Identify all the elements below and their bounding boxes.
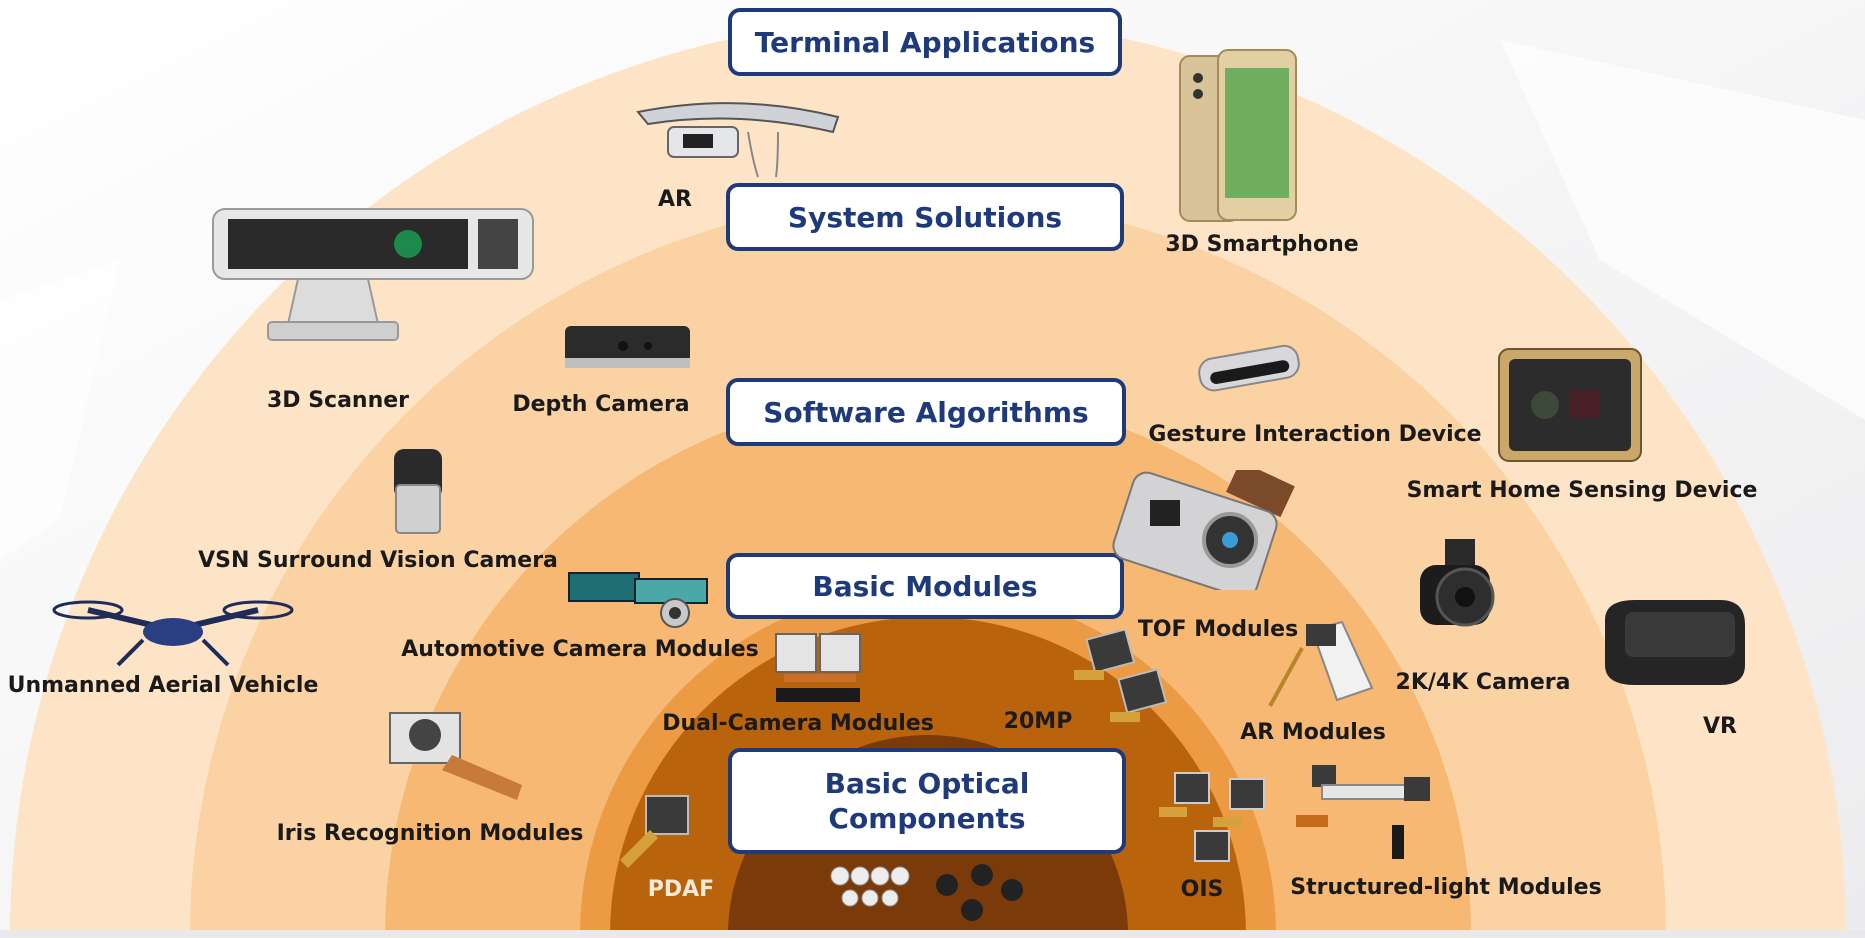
label-ar: AR: [658, 187, 692, 212]
layer-software-label: Software Algorithms: [763, 395, 1089, 429]
vr-headset-icon: [1605, 600, 1745, 685]
label-depth-camera: Depth Camera: [512, 392, 690, 417]
lens-components-icon: [830, 864, 1023, 921]
label-pdaf: PDAF: [647, 877, 715, 902]
label-3d-smartphone: 3D Smartphone: [1165, 232, 1359, 257]
label-vsn-camera: VSN Surround Vision Camera: [198, 548, 558, 573]
label-3d-scanner: 3D Scanner: [266, 388, 410, 413]
label-structured-light: Structured-light Modules: [1290, 875, 1602, 900]
bottom-strip: [0, 930, 1865, 938]
smart-home-device-icon: [1498, 348, 1642, 462]
layer-system-label: System Solutions: [787, 200, 1063, 234]
gesture-device-icon: [1198, 344, 1300, 392]
structured-light-icon: [1296, 765, 1430, 859]
layer-terminal-label: Terminal Applications: [754, 25, 1096, 59]
iris-module-icon: [389, 712, 522, 800]
label-2k4k-camera: 2K/4K Camera: [1395, 670, 1571, 695]
smartphone-icon: [1179, 49, 1297, 222]
automotive-camera-icon: [568, 572, 708, 628]
label-gesture-device: Gesture Interaction Device: [1148, 422, 1482, 447]
layer-modules-label: Basic Modules: [812, 569, 1038, 603]
pdaf-module-icon: [620, 795, 689, 868]
dual-camera-icon: [775, 633, 861, 702]
ois-module-icon: [1159, 772, 1265, 862]
label-uav: Unmanned Aerial Vehicle: [7, 673, 319, 698]
label-tof-modules: TOF Modules: [1137, 617, 1299, 642]
bg-facet: [1500, 40, 1865, 420]
layer-software-algorithms: Software Algorithms: [726, 378, 1126, 446]
layer-system-solutions: System Solutions: [726, 183, 1124, 251]
label-vr: VR: [1703, 714, 1737, 739]
depth-camera-icon: [565, 326, 690, 368]
layer-terminal-applications: Terminal Applications: [728, 8, 1122, 76]
3d-scanner-icon: [212, 208, 534, 341]
label-automotive-camera: Automotive Camera Modules: [401, 637, 759, 662]
ar-module-icon: [1268, 620, 1374, 707]
layer-optical-label-line1: Basic Optical: [824, 767, 1030, 800]
tof-module-icon: [1112, 470, 1295, 590]
label-ar-modules: AR Modules: [1240, 720, 1386, 745]
label-smart-home-device: Smart Home Sensing Device: [1406, 478, 1758, 503]
layer-optical-label-line2: Components: [828, 802, 1026, 835]
bg-facet: [0, 260, 120, 560]
2k4k-camera-icon: [1420, 539, 1495, 627]
20mp-module-icon: [1074, 630, 1168, 722]
ar-glasses-icon: [636, 102, 840, 178]
drone-icon: [52, 600, 294, 667]
label-iris-modules: Iris Recognition Modules: [276, 821, 584, 846]
layer-basic-optical-components: Basic Optical Components: [728, 748, 1126, 854]
vsn-camera-icon: [394, 449, 442, 534]
label-dual-camera: Dual-Camera Modules: [662, 711, 934, 736]
layer-basic-modules: Basic Modules: [726, 553, 1124, 619]
label-20mp: 20MP: [1003, 709, 1073, 734]
label-ois: OIS: [1180, 877, 1224, 902]
